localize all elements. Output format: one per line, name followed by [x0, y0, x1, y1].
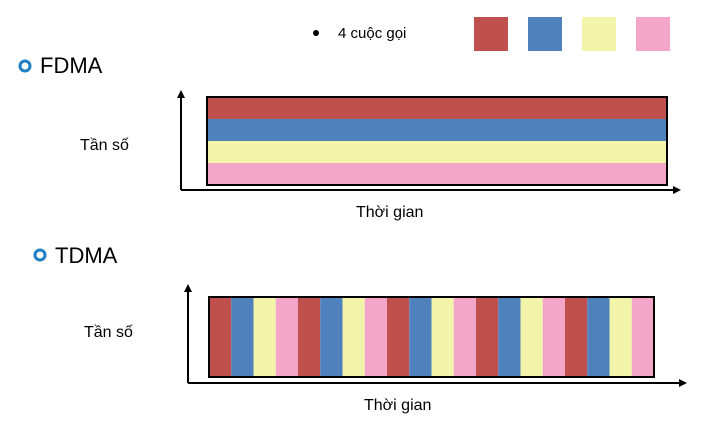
legend-swatches: [474, 17, 670, 51]
tdma-slot-4: [275, 297, 298, 377]
tdma-slot-9: [387, 297, 410, 377]
legend-label: 4 cuộc gọi: [338, 25, 406, 42]
tdma-slot-11: [431, 297, 454, 377]
fdma-frame: [206, 96, 668, 186]
tdma-slot-10: [409, 297, 432, 377]
tdma-heading: TDMA: [55, 243, 118, 268]
tdma-slot-1: [209, 297, 232, 377]
tdma-slot-2: [231, 297, 254, 377]
tdma-slot-8: [364, 297, 387, 377]
tdma-slot-15: [520, 297, 543, 377]
fdma-y-label: Tần số: [80, 137, 129, 154]
legend-swatch-4: [636, 17, 670, 51]
tdma-slot-5: [298, 297, 321, 377]
tdma-slot-12: [453, 297, 476, 377]
tdma-slot-7: [342, 297, 365, 377]
fdma-band-4: [207, 163, 667, 185]
fdma-band-3: [207, 141, 667, 163]
fdma-band-1: [207, 97, 667, 119]
tdma-slot-6: [320, 297, 343, 377]
tdma-x-label: Thời gian: [364, 397, 431, 414]
tdma-y-label: Tần số: [84, 324, 133, 341]
tdma-frame: [208, 296, 655, 378]
tdma-slot-3: [253, 297, 276, 377]
tdma-slot-16: [542, 297, 565, 377]
tdma-slots: [208, 296, 655, 378]
legend-swatch-1: [474, 17, 508, 51]
tdma-slot-17: [565, 297, 588, 377]
fdma-x-label: Thời gian: [356, 204, 423, 221]
tdma-slot-19: [609, 297, 632, 377]
tdma-slot-20: [631, 297, 654, 377]
legend-swatch-3: [582, 17, 616, 51]
tdma-bullet-icon: [33, 248, 47, 262]
legend-bullet: [313, 30, 319, 36]
fdma-heading: FDMA: [40, 53, 103, 78]
legend-swatch-2: [528, 17, 562, 51]
fdma-band-2: [207, 119, 667, 141]
tdma-slot-14: [498, 297, 521, 377]
fdma-bands: [206, 96, 668, 186]
tdma-slot-18: [587, 297, 610, 377]
fdma-bullet-icon: [18, 59, 32, 73]
tdma-slot-13: [476, 297, 499, 377]
